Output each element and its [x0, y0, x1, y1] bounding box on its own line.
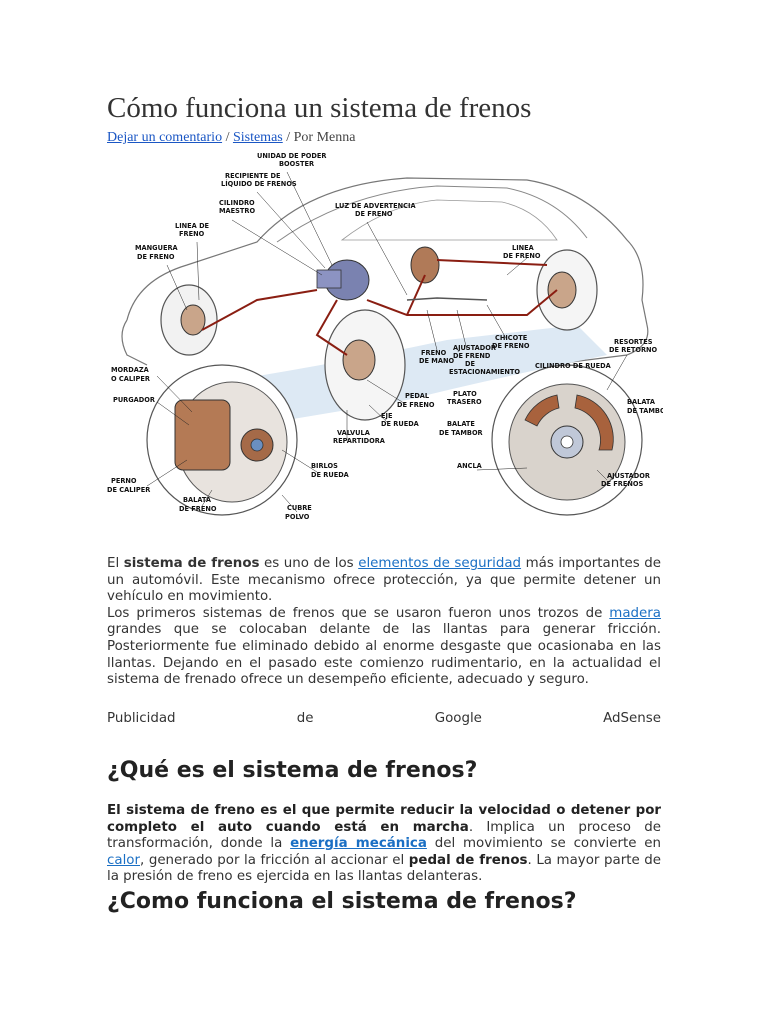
- label-wheel-cylinder: CILINDRO DE RUEDA: [535, 362, 612, 370]
- section1-text: El sistema de freno es el que permite re…: [107, 803, 661, 886]
- link-mechanical-energy[interactable]: energía mecánica: [290, 836, 427, 851]
- meta-separator: /: [222, 130, 233, 145]
- front-disc-left: [181, 305, 205, 335]
- label-bleeder: PURGADOR: [113, 396, 155, 404]
- hub-center: [251, 439, 263, 451]
- front-disc-center: [343, 340, 375, 380]
- intro-bold-term: sistema de frenos: [124, 556, 260, 571]
- car-roofline: [277, 186, 587, 242]
- link-heat[interactable]: calor: [107, 853, 140, 868]
- intro-text: El sistema de frenos es uno de los eleme…: [107, 556, 661, 689]
- drum-hub-center: [561, 436, 573, 448]
- link-safety-elements[interactable]: elementos de seguridad: [358, 556, 521, 571]
- link-wood[interactable]: madera: [609, 606, 661, 621]
- page-title: Cómo funciona un sistema de frenos: [107, 92, 531, 125]
- rear-drum: [548, 272, 576, 308]
- label-anchor: ANCLA: [457, 462, 483, 470]
- meta-by: / Por: [283, 130, 317, 145]
- section-heading-what-is: ¿Qué es el sistema de frenos?: [107, 758, 477, 783]
- brake-cable: [407, 298, 487, 300]
- author-name: Menna: [317, 130, 356, 145]
- master-cylinder: [317, 270, 341, 288]
- category-link[interactable]: Sistemas: [233, 130, 283, 145]
- post-meta: Dejar un comentario / Sistemas / Por Men…: [107, 130, 355, 146]
- rear-drum-left: [411, 247, 439, 283]
- caliper-body: [175, 400, 230, 470]
- section-heading-how-it-works: ¿Como funciona el sistema de frenos?: [107, 889, 577, 914]
- comment-link[interactable]: Dejar un comentario: [107, 130, 222, 145]
